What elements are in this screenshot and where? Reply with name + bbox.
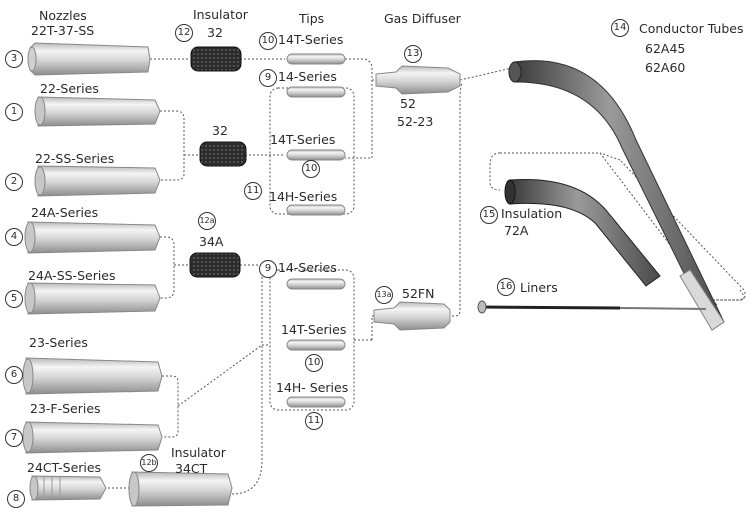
header-insulator: Insulator: [193, 8, 248, 22]
callout-tip-10-upper: 10: [302, 160, 320, 178]
nozzle-7: [23, 422, 162, 453]
callout-diffuser-13: 13: [404, 45, 422, 63]
gas-diffuser-13: [376, 66, 460, 94]
label-diffuser-13-alt: 52-23: [397, 115, 433, 129]
callout-nozzle-6: 6: [5, 366, 23, 384]
label-insulator-12: 32: [207, 26, 223, 40]
callout-insulator-12b: 12b: [140, 454, 158, 472]
callout-tip-10-top: 10: [259, 32, 277, 50]
label-tip-9-lower: 14-Series: [278, 261, 337, 275]
header-tips: Tips: [299, 12, 324, 26]
label-nozzle-3: 22T-37-SS: [31, 24, 94, 38]
callout-nozzle-2: 2: [5, 173, 23, 191]
insulator-32b: [200, 142, 246, 166]
label-tip-9-upper: 14-Series: [278, 70, 337, 84]
tip-10-top: [287, 54, 345, 64]
insulator-12: [191, 47, 241, 71]
label-tip-11-upper: 14H-Series: [269, 190, 337, 204]
tip-9-upper: [287, 87, 345, 97]
label-diffuser-13a: 52FN: [402, 287, 434, 301]
tip-11-lower: [287, 397, 345, 407]
callout-tip-9-upper: 9: [259, 69, 277, 87]
callout-tip-11-upper: 11: [244, 182, 262, 200]
label-diffuser-13: 52: [400, 97, 416, 111]
tip-9-lower: [287, 279, 345, 289]
callout-tip-9-lower: 9: [259, 260, 277, 278]
callout-insulator-12a: 12a: [198, 212, 216, 230]
callout-nozzle-4: 4: [5, 228, 23, 246]
header-gas-diffuser: Gas Diffuser: [384, 12, 461, 26]
nozzle-4: [25, 222, 160, 253]
label-conductor-62a45: 62A45: [645, 42, 685, 56]
label-insulator-12b-part: 34CT: [175, 462, 207, 476]
nozzle-8: [30, 476, 106, 500]
label-insulator-32b: 32: [212, 124, 228, 138]
callout-nozzle-8: 8: [7, 490, 25, 508]
label-tip-10-lower: 14T-Series: [281, 323, 346, 337]
label-insulation: Insulation: [501, 207, 562, 221]
nozzle-1: [35, 97, 160, 126]
header-nozzles: Nozzles: [39, 9, 87, 23]
callout-tip-10-lower: 10: [305, 354, 323, 372]
callout-insulator-12: 12: [175, 24, 193, 42]
nozzle-6: [23, 358, 162, 394]
label-nozzle-1: 22-Series: [40, 82, 99, 96]
label-nozzle-4: 24A-Series: [31, 206, 98, 220]
callout-tip-11-lower: 11: [305, 412, 323, 430]
gas-diffuser-13a: [374, 302, 450, 330]
label-nozzle-2: 22-SS-Series: [35, 152, 114, 166]
label-nozzle-7: 23-F-Series: [30, 402, 101, 416]
label-insulator-12a: 34A: [199, 235, 223, 249]
nozzle-2: [35, 166, 160, 196]
header-conductor-tubes: Conductor Tubes: [639, 22, 744, 36]
callout-nozzle-3: 3: [5, 50, 23, 68]
tip-10-lower: [287, 340, 345, 350]
callout-insulation-15: 15: [480, 206, 498, 224]
label-insulation-72a: 72A: [504, 224, 528, 238]
label-nozzle-6: 23-Series: [29, 336, 88, 350]
label-nozzle-5: 24A-SS-Series: [28, 269, 116, 283]
nozzle-5: [25, 283, 160, 314]
label-conductor-62a60: 62A60: [645, 61, 685, 75]
callout-liners-16: 16: [497, 278, 515, 296]
label-nozzle-8: 24CT-Series: [27, 461, 101, 475]
insulator-12a: [190, 253, 240, 277]
label-tip-11-lower: 14H- Series: [276, 381, 348, 395]
tip-11-upper: [287, 205, 345, 215]
label-tip-10-upper: 14T-Series: [270, 133, 335, 147]
callout-conductor-14: 14: [611, 19, 629, 37]
callout-nozzle-5: 5: [5, 290, 23, 308]
label-insulator-12b: Insulator: [171, 446, 226, 460]
label-tip-10-top: 14T-Series: [278, 33, 343, 47]
label-liners: Liners: [520, 281, 558, 295]
liner: [478, 301, 706, 313]
tip-10-upper: [287, 150, 345, 160]
insulator-12b: [129, 472, 232, 506]
callout-nozzle-1: 1: [5, 103, 23, 121]
callout-diffuser-13a: 13a: [375, 286, 393, 304]
nozzle-3: [28, 43, 150, 75]
callout-nozzle-7: 7: [5, 429, 23, 447]
